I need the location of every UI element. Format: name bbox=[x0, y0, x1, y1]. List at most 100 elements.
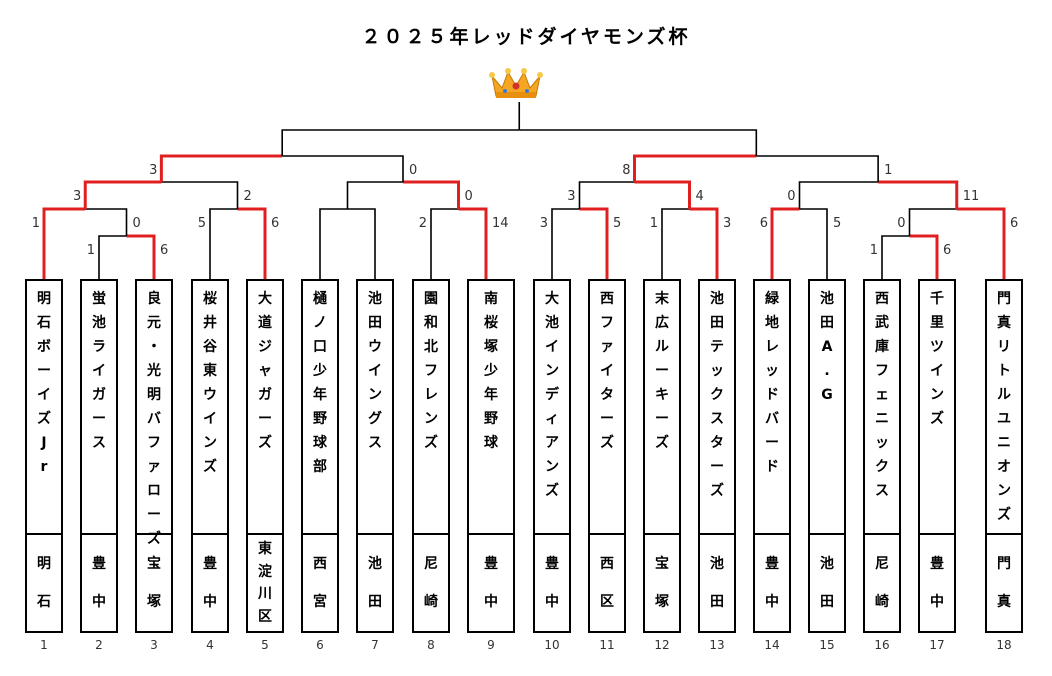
team-card: 池田テックスターズ 池田 bbox=[698, 279, 736, 633]
team-card: 西ファイターズ 西区 bbox=[588, 279, 626, 633]
team-name: 南桜塚少年野球 bbox=[484, 291, 498, 451]
winner-path bbox=[878, 180, 959, 209]
crown-icon bbox=[489, 68, 543, 98]
team-name: 門真リトルユニオンズ bbox=[997, 291, 1011, 523]
team-city: 池田 bbox=[358, 533, 392, 631]
bracket-line bbox=[430, 208, 459, 279]
seed-number: 3 bbox=[150, 638, 158, 652]
bracket-line bbox=[161, 181, 239, 209]
score-label: 0 bbox=[133, 216, 141, 231]
team-card: 千里ツインズ 豊中 bbox=[918, 279, 956, 633]
team-card: 西武庫フェニックス 尼崎 bbox=[863, 279, 901, 633]
team-city: 豊中 bbox=[920, 533, 954, 631]
winner-path bbox=[403, 180, 460, 209]
bracket-line bbox=[798, 181, 879, 209]
score-label: 1 bbox=[884, 163, 892, 178]
score-label: 4 bbox=[696, 189, 704, 204]
team-name: 良元・光明バファローズ bbox=[147, 291, 161, 547]
team-city: 豊中 bbox=[82, 533, 116, 631]
team-city: 東淀川区 bbox=[248, 533, 282, 631]
team-city: 尼崎 bbox=[414, 533, 448, 631]
bracket-line bbox=[282, 155, 404, 182]
winner-path bbox=[42, 207, 86, 279]
team-name: 大池インディアンズ bbox=[545, 291, 559, 499]
seed-number: 14 bbox=[764, 638, 780, 652]
score-label: 0 bbox=[787, 189, 795, 204]
winner-path bbox=[634, 180, 691, 209]
team-city: 西宮 bbox=[303, 533, 337, 631]
bracket-line bbox=[578, 181, 635, 209]
score-label: 1 bbox=[87, 243, 95, 258]
winner-path bbox=[458, 207, 488, 279]
team-name: 桜井谷東ウインズ bbox=[203, 291, 217, 475]
winner-path bbox=[579, 207, 609, 279]
team-card: 池田ウイングス 池田 bbox=[356, 279, 394, 633]
score-label: 8 bbox=[622, 163, 630, 178]
seed-number: 8 bbox=[427, 638, 435, 652]
score-label: 6 bbox=[160, 243, 168, 258]
team-name: 千里ツインズ bbox=[930, 291, 944, 427]
bracket-line bbox=[281, 129, 520, 156]
score-label: 5 bbox=[198, 216, 206, 231]
seed-number: 16 bbox=[874, 638, 890, 652]
team-name: 大道ジャガーズ bbox=[258, 291, 272, 451]
seed-number: 7 bbox=[371, 638, 379, 652]
team-card: 大池インディアンズ 豊中 bbox=[533, 279, 571, 633]
score-label: 2 bbox=[419, 216, 427, 231]
score-label: 0 bbox=[465, 189, 473, 204]
score-label: 6 bbox=[943, 243, 951, 258]
team-name: 蛍池ライガース bbox=[92, 291, 106, 451]
team-name: 園和北フレンズ bbox=[424, 291, 438, 451]
score-label: 1 bbox=[32, 216, 40, 231]
seed-number: 12 bbox=[654, 638, 670, 652]
team-card: 良元・光明バファローズ 宝塚 bbox=[135, 279, 173, 633]
team-name: 緑地レッドバード bbox=[765, 291, 779, 475]
score-label: 3 bbox=[540, 216, 548, 231]
seed-number: 1 bbox=[40, 638, 48, 652]
seed-number: 5 bbox=[261, 638, 269, 652]
seed-number: 13 bbox=[709, 638, 725, 652]
team-city: 門真 bbox=[987, 533, 1021, 631]
tournament-title: ２０２５年レッドダイヤモンズ杯 bbox=[361, 26, 691, 48]
bracket-line bbox=[799, 208, 828, 279]
team-city: 豊中 bbox=[755, 533, 789, 631]
winner-path bbox=[126, 234, 156, 279]
score-label: 6 bbox=[271, 216, 279, 231]
team-card: 南桜塚少年野球 豊中 bbox=[467, 279, 515, 633]
score-label: 0 bbox=[409, 163, 417, 178]
winner-path bbox=[909, 234, 939, 279]
bracket-line bbox=[98, 235, 127, 279]
team-city: 明石 bbox=[27, 533, 61, 631]
team-name: 池田ウイングス bbox=[368, 291, 382, 451]
score-label: 2 bbox=[244, 189, 252, 204]
team-name: 池田テックスターズ bbox=[710, 291, 724, 499]
score-label: 3 bbox=[149, 163, 157, 178]
team-city: 西区 bbox=[590, 533, 624, 631]
bracket-line bbox=[209, 208, 238, 279]
score-label: 11 bbox=[963, 189, 980, 204]
score-label: 5 bbox=[613, 216, 621, 231]
score-label: 14 bbox=[492, 216, 509, 231]
team-card: 大道ジャガーズ 東淀川区 bbox=[246, 279, 284, 633]
seed-number: 11 bbox=[599, 638, 615, 652]
score-label: 3 bbox=[567, 189, 575, 204]
bracket-line bbox=[347, 208, 376, 279]
winner-path bbox=[689, 207, 719, 279]
score-label: 6 bbox=[1010, 216, 1018, 231]
winner-path bbox=[770, 207, 800, 279]
bracket-line bbox=[319, 208, 348, 279]
bracket-line bbox=[85, 208, 128, 236]
bracket-line bbox=[519, 129, 758, 156]
score-label: 6 bbox=[760, 216, 768, 231]
team-city: 豊中 bbox=[193, 533, 227, 631]
team-name: 西武庫フェニックス bbox=[875, 291, 889, 499]
bracket-line bbox=[756, 155, 879, 182]
bracket-line bbox=[881, 235, 910, 279]
seed-number: 9 bbox=[487, 638, 495, 652]
winner-path bbox=[956, 207, 1006, 279]
score-label: 1 bbox=[870, 243, 878, 258]
